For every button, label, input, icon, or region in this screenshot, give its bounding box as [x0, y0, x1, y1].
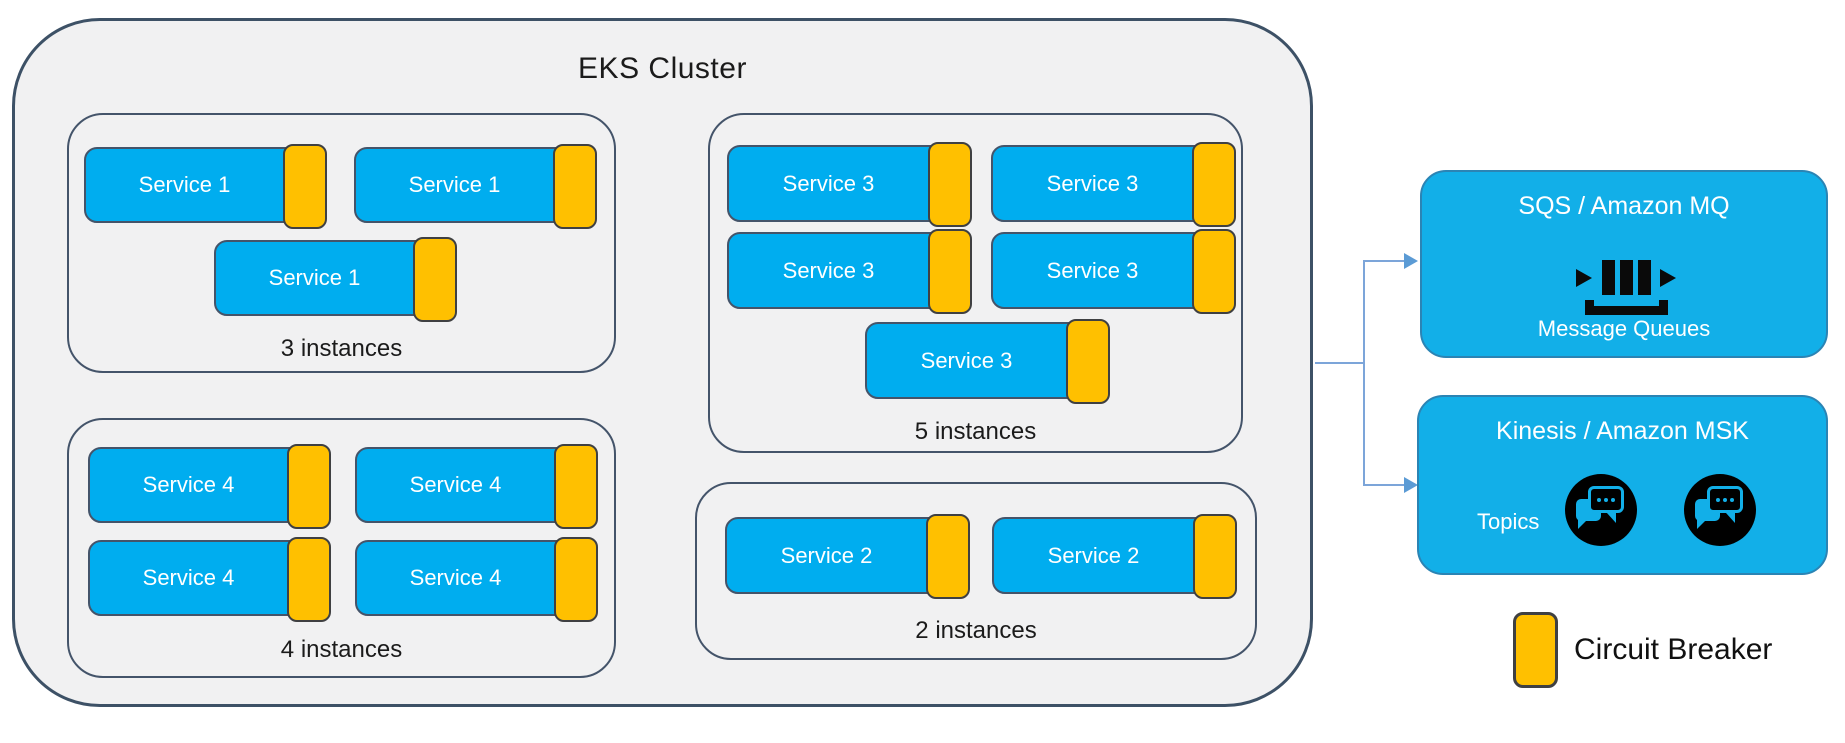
service-2-instance: Service 2	[725, 514, 970, 599]
queue-arrow-right-icon	[1660, 269, 1676, 287]
service-label: Service 1	[408, 172, 501, 197]
instance-count-label: 5 instances	[914, 418, 1037, 445]
legend-label: Circuit Breaker	[1574, 633, 1773, 666]
circuit-breaker	[1193, 514, 1237, 599]
service-1-instance: Service 1	[354, 144, 597, 229]
instance-count-label: 4 instances	[280, 636, 403, 663]
service-3-instance: Service 3	[727, 142, 972, 227]
service-label: Service 1	[268, 265, 361, 290]
sqs-caption: Message Queues	[1537, 316, 1711, 341]
service-4-instance: Service 4	[355, 537, 598, 622]
chat-bubbles-icon	[1684, 474, 1756, 546]
service-label: Service 4	[142, 565, 235, 590]
service-1-instance: Service 1	[84, 144, 327, 229]
arrowhead-icon	[1404, 253, 1418, 269]
circuit-breaker	[1066, 319, 1110, 404]
connector-line	[1363, 260, 1365, 486]
service-1-group	[67, 113, 616, 373]
service-label: Service 3	[1046, 257, 1139, 283]
service-3-instance: Service 3	[727, 229, 972, 314]
circuit-breaker	[287, 537, 331, 622]
queue-arrow-left-icon	[1576, 269, 1592, 287]
service-label: Service 4	[409, 565, 502, 590]
arrowhead-icon	[1404, 477, 1418, 493]
service-4-instance: Service 4	[88, 444, 331, 529]
service-label: Service 3	[782, 170, 875, 196]
connector-line	[1315, 362, 1365, 364]
service-label: Service 2	[780, 542, 873, 568]
kinesis-title: Kinesis / Amazon MSK	[1496, 417, 1749, 445]
service-4-group	[67, 418, 616, 678]
service-label: Service 4	[409, 472, 502, 497]
connector-line	[1363, 260, 1405, 262]
service-3-group	[708, 113, 1243, 453]
sqs-amazon-mq-box: SQS / Amazon MQ Message Queues	[1420, 170, 1828, 358]
service-label: Service 3	[920, 347, 1013, 373]
chat-bubbles-icon	[1565, 474, 1637, 546]
kinesis-caption: Topics	[1477, 509, 1540, 534]
service-2-instance: Service 2	[992, 514, 1237, 599]
eks-cluster-title: EKS Cluster	[578, 52, 747, 85]
circuit-breaker	[1192, 229, 1236, 314]
connector-line	[1363, 484, 1405, 486]
service-label: Service 2	[1047, 542, 1140, 568]
service-4-instance: Service 4	[355, 444, 598, 529]
service-label: Service 1	[138, 172, 231, 197]
service-3-instance: Service 3	[865, 319, 1110, 404]
circuit-breaker	[287, 444, 331, 529]
message-queue-icon	[1568, 260, 1680, 318]
circuit-breaker	[554, 444, 598, 529]
circuit-breaker-swatch	[1513, 612, 1558, 688]
sqs-title: SQS / Amazon MQ	[1518, 192, 1730, 220]
service-2-group	[695, 482, 1257, 660]
service-label: Service 3	[782, 257, 875, 283]
service-3-instance: Service 3	[991, 229, 1236, 314]
circuit-breaker	[928, 229, 972, 314]
queue-tray-icon	[1585, 300, 1668, 315]
instance-count-label: 2 instances	[915, 617, 1037, 644]
service-1-instance: Service 1	[214, 237, 457, 322]
instance-count-label: 3 instances	[280, 335, 403, 362]
circuit-breaker	[553, 144, 597, 229]
circuit-breaker	[928, 142, 972, 227]
circuit-breaker	[926, 514, 970, 599]
circuit-breaker	[413, 237, 457, 322]
service-label: Service 3	[1046, 170, 1139, 196]
circuit-breaker	[1192, 142, 1236, 227]
circuit-breaker	[283, 144, 327, 229]
kinesis-amazon-msk-box: Kinesis / Amazon MSK Topics	[1417, 395, 1828, 575]
service-3-instance: Service 3	[991, 142, 1236, 227]
service-label: Service 4	[142, 472, 235, 497]
circuit-breaker	[554, 537, 598, 622]
service-4-instance: Service 4	[88, 537, 331, 622]
